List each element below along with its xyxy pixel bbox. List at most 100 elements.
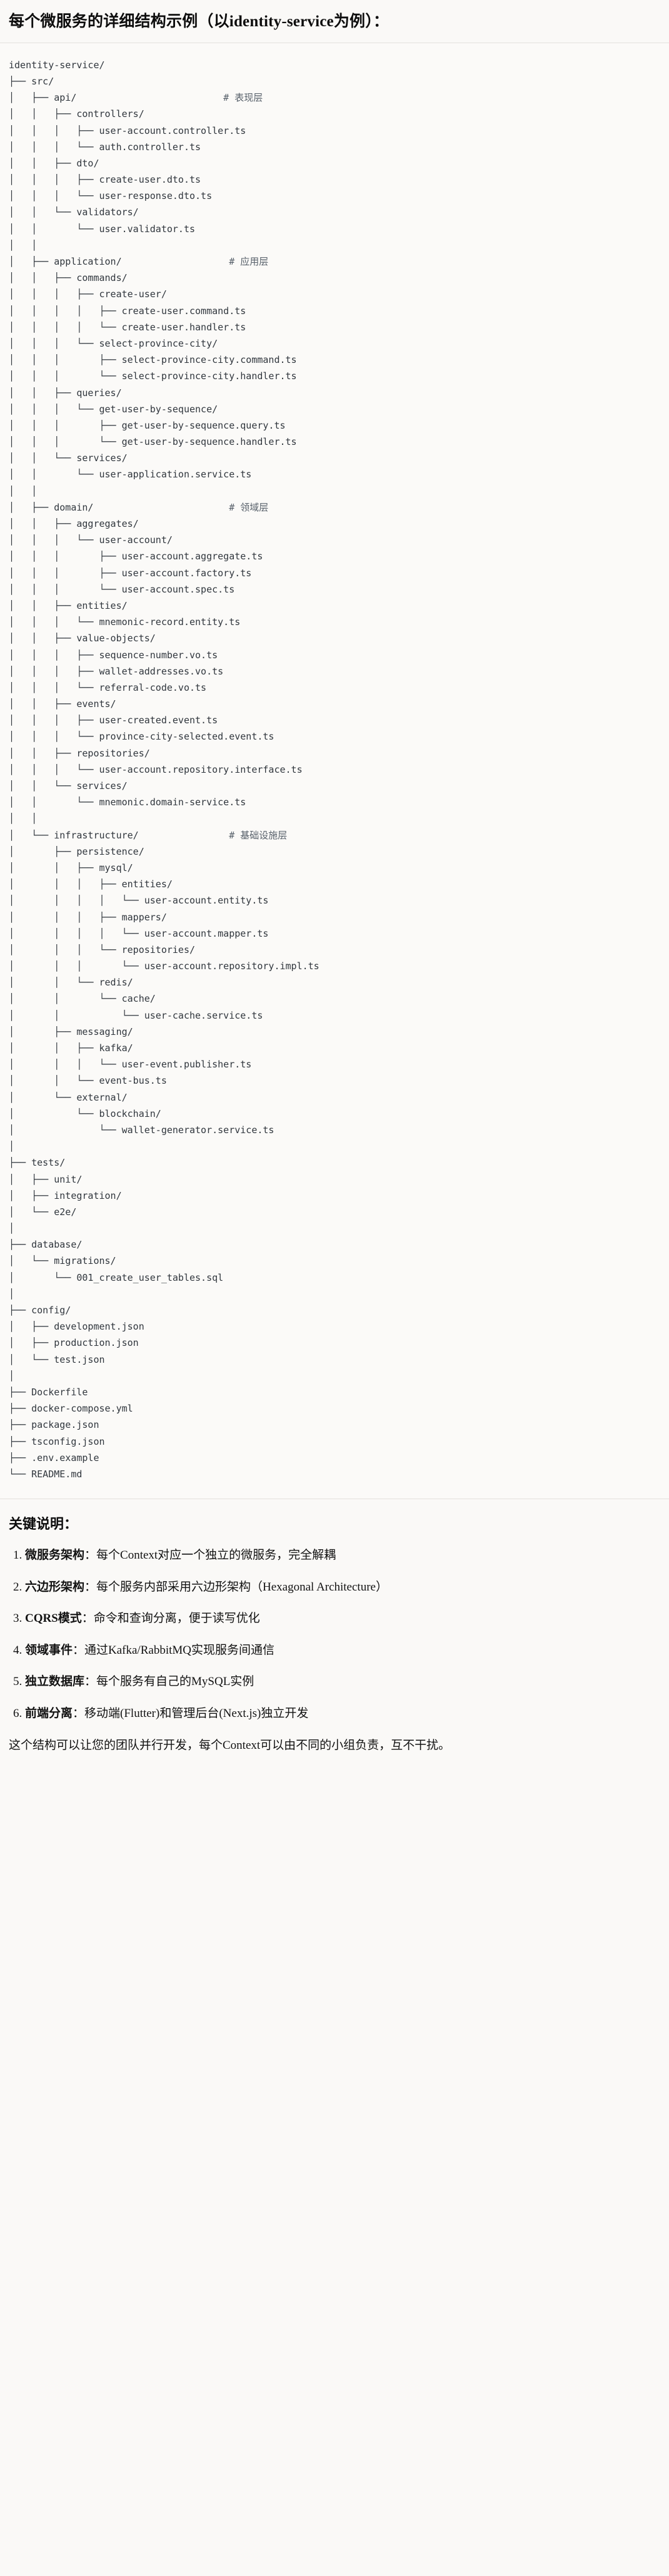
tree-line: │ │ │ ├── wallet-addresses.vo.ts <box>9 665 224 677</box>
tree-line: ├── docker-compose.yml <box>9 1403 133 1415</box>
tree-line: │ │ │ │ └── create-user.handler.ts <box>9 321 246 333</box>
tree-line: │ │ │ │ └── user-account.entity.ts <box>9 895 269 907</box>
page-title: 每个微服务的详细结构示例（以identity-service为例）： <box>9 13 390 30</box>
tree-line: │ │ ├── value-objects/ <box>9 633 156 644</box>
tree-line: │ │ └── user-application.service.ts <box>9 469 252 481</box>
tree-line: ├── database/ <box>9 1239 83 1251</box>
key-note-desc: ：通过Kafka/RabbitMQ实现服务间通信 <box>73 1643 274 1657</box>
tree-line: │ │ │ ├── user-account.factory.ts <box>9 567 252 579</box>
tree-line: │ │ ├── dto/ <box>9 157 99 169</box>
tree-line: │ <box>9 1223 15 1235</box>
tree-line: │ ├── messaging/ <box>9 1026 133 1037</box>
tree-line: │ │ <box>9 485 38 497</box>
tree-line: │ <box>9 1141 15 1153</box>
tree-line: │ └── infrastructure/ # 基础设施层 <box>9 829 288 841</box>
tree-line: │ ├── persistence/ <box>9 845 144 857</box>
directory-tree-block: identity-service/├── src/│ ├── api/ # 表现… <box>0 43 669 1499</box>
tree-line: │ <box>9 1288 15 1300</box>
tree-line: │ │ │ └── select-province-city/ <box>9 337 218 349</box>
tree-line: │ │ ├── controllers/ <box>9 108 144 120</box>
key-note-term: 领域事件 <box>25 1643 73 1657</box>
tree-line: │ └── external/ <box>9 1091 128 1103</box>
tree-line: │ │ │ ├── select-province-city.command.t… <box>9 354 297 366</box>
key-note-term: 六边形架构 <box>25 1580 85 1594</box>
tree-line: │ └── test.json <box>9 1353 105 1365</box>
tree-line: │ │ └── mnemonic.domain-service.ts <box>9 797 246 808</box>
tree-line: │ │ └── cache/ <box>9 993 156 1005</box>
tree-line: │ ├── integration/ <box>9 1189 122 1201</box>
tree-line: ├── tests/ <box>9 1157 66 1169</box>
tree-line: │ │ └── validators/ <box>9 206 139 218</box>
tree-line: │ │ ├── kafka/ <box>9 1042 133 1054</box>
tree-line: │ ├── development.json <box>9 1321 144 1333</box>
tree-line: │ │ ├── aggregates/ <box>9 518 139 529</box>
key-note-item: 六边形架构：每个服务内部采用六边形架构（Hexagonal Architectu… <box>25 1579 660 1597</box>
tree-line: ├── .env.example <box>9 1452 99 1464</box>
tree-line: │ │ │ └── select-province-city.handler.t… <box>9 370 297 382</box>
tree-line: ├── tsconfig.json <box>9 1435 105 1447</box>
key-note-desc: ：移动端(Flutter)和管理后台(Next.js)独立开发 <box>73 1706 309 1720</box>
tree-line: │ │ <box>9 813 38 825</box>
key-note-term: CQRS模式 <box>25 1612 82 1626</box>
key-note-desc: ：每个服务有自己的MySQL实例 <box>84 1675 254 1689</box>
tree-line: │ <box>9 1370 15 1382</box>
tree-line: │ │ └── event-bus.ts <box>9 1075 167 1087</box>
tree-line: │ │ │ └── user-account.repository.interf… <box>9 763 303 775</box>
tree-line: │ │ └── redis/ <box>9 977 133 989</box>
key-note-desc: ：每个Context对应一个独立的微服务，完全解耦 <box>84 1549 336 1562</box>
key-notes-section: 关键说明： 微服务架构：每个Context对应一个独立的微服务，完全解耦六边形架… <box>0 1499 669 1768</box>
tree-line: │ └── e2e/ <box>9 1206 77 1218</box>
tree-line: │ │ │ └── user-response.dto.ts <box>9 190 213 202</box>
tree-line: │ ├── api/ # 表现层 <box>9 92 263 104</box>
tree-line: │ │ │ └── user-account/ <box>9 534 173 546</box>
tree-line: │ │ │ └── repositories/ <box>9 944 196 955</box>
title-section: 每个微服务的详细结构示例（以identity-service为例）： <box>0 0 669 43</box>
tree-line: │ │ │ └── referral-code.vo.ts <box>9 681 207 693</box>
tree-line: │ │ │ ├── user-account.controller.ts <box>9 125 246 136</box>
key-note-item: 微服务架构：每个Context对应一个独立的微服务，完全解耦 <box>25 1547 660 1565</box>
key-note-term: 前端分离 <box>25 1706 73 1720</box>
tree-line: │ │ └── services/ <box>9 452 128 464</box>
tree-line: │ │ ├── events/ <box>9 698 116 710</box>
tree-line: │ │ │ ├── entities/ <box>9 878 173 890</box>
tree-line: │ ├── production.json <box>9 1337 139 1349</box>
tree-line: │ │ │ └── user-account.repository.impl.t… <box>9 960 319 972</box>
tree-line: │ └── 001_create_user_tables.sql <box>9 1271 224 1283</box>
key-note-item: 前端分离：移动端(Flutter)和管理后台(Next.js)独立开发 <box>25 1705 660 1723</box>
tree-line: │ │ │ │ ├── create-user.command.ts <box>9 305 246 317</box>
tree-line: │ │ │ └── user-account.spec.ts <box>9 583 235 595</box>
key-note-desc: ：命令和查询分离，便于读写优化 <box>81 1612 260 1626</box>
tree-line: │ │ │ ├── create-user/ <box>9 288 167 300</box>
tree-line: │ │ │ └── auth.controller.ts <box>9 141 201 153</box>
key-notes-heading: 关键说明： <box>9 1516 78 1532</box>
tree-line: │ ├── application/ # 应用层 <box>9 256 269 267</box>
tree-line: │ │ │ └── mnemonic-record.entity.ts <box>9 616 241 628</box>
tree-line: │ │ ├── mysql/ <box>9 862 133 873</box>
tree-line: │ │ ├── repositories/ <box>9 747 150 759</box>
tree-comment: # 应用层 <box>229 256 269 267</box>
key-notes-list: 微服务架构：每个Context对应一个独立的微服务，完全解耦六边形架构：每个服务… <box>9 1547 660 1723</box>
tree-line: │ │ │ ├── user-created.event.ts <box>9 715 218 726</box>
tree-line: │ └── wallet-generator.service.ts <box>9 1124 274 1136</box>
key-note-term: 独立数据库 <box>25 1675 85 1689</box>
tree-line: │ │ │ └── get-user-by-sequence/ <box>9 403 218 415</box>
tree-line: ├── config/ <box>9 1305 71 1316</box>
tree-line: │ │ │ └── province-city-selected.event.t… <box>9 731 274 743</box>
tree-line: │ │ │ └── get-user-by-sequence.handler.t… <box>9 436 297 448</box>
tree-line: │ │ └── services/ <box>9 780 128 792</box>
tree-line: │ │ │ └── user-event.publisher.ts <box>9 1059 252 1071</box>
tree-line: │ │ │ │ └── user-account.mapper.ts <box>9 927 269 939</box>
tree-line: │ │ │ ├── user-account.aggregate.ts <box>9 551 263 563</box>
closing-paragraph: 这个结构可以让您的团队并行开发，每个Context可以由不同的小组负责，互不干扰… <box>9 1739 451 1753</box>
tree-line: │ │ ├── queries/ <box>9 387 122 399</box>
tree-line: ├── src/ <box>9 75 54 87</box>
tree-line: │ │ ├── entities/ <box>9 599 128 611</box>
tree-line: │ └── migrations/ <box>9 1255 116 1267</box>
tree-comment: # 表现层 <box>223 92 263 104</box>
key-note-item: 独立数据库：每个服务有自己的MySQL实例 <box>25 1673 660 1691</box>
tree-line: │ │ │ ├── get-user-by-sequence.query.ts <box>9 419 286 431</box>
tree-line: │ │ └── user.validator.ts <box>9 223 196 235</box>
tree-line: │ │ │ ├── mappers/ <box>9 911 167 923</box>
tree-comment: # 领域层 <box>229 501 269 513</box>
tree-line: └── README.md <box>9 1468 83 1480</box>
